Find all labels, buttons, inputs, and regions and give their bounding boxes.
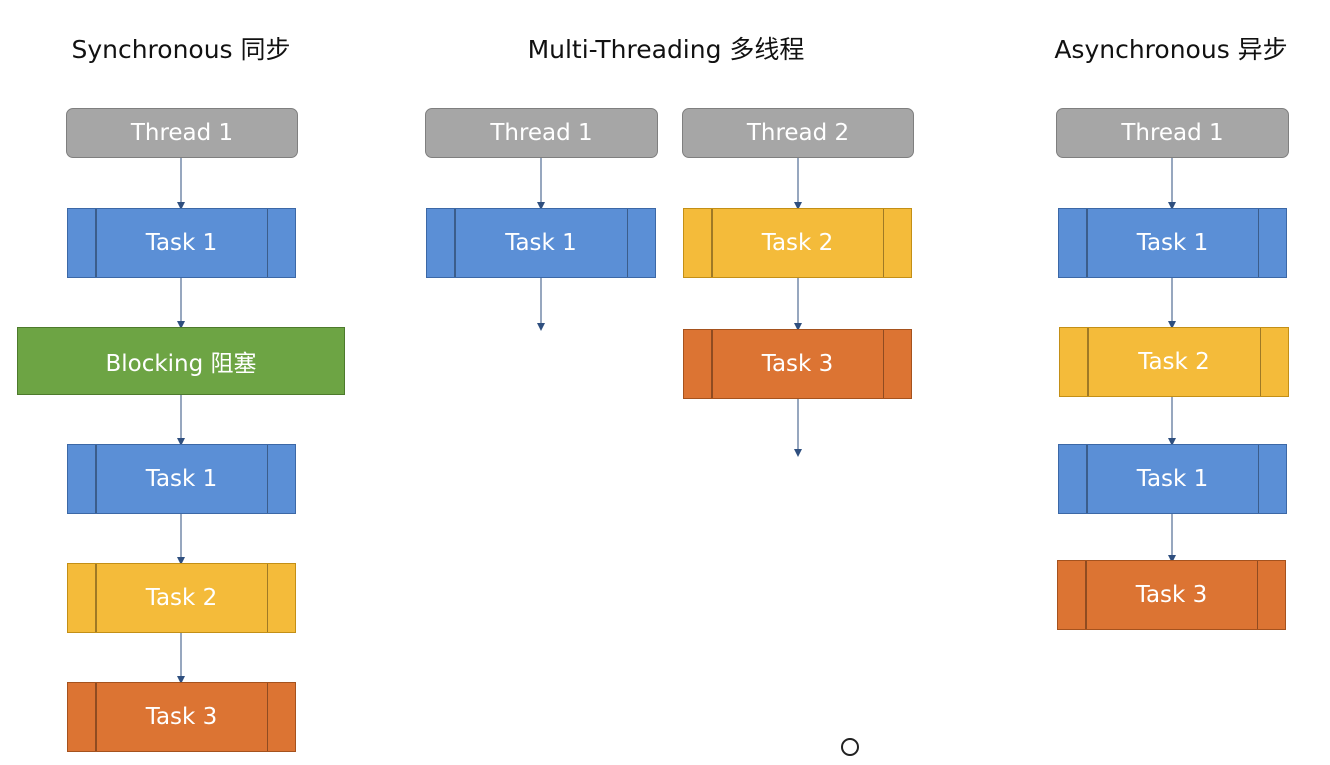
async-task-3-box: Task 3: [1057, 560, 1286, 630]
multi-title: Multi-Threading 多线程: [527, 35, 805, 64]
multi-t1-task-1-box: Task 1: [426, 208, 656, 278]
multi-t2-task-2-box: Task 2: [683, 208, 912, 278]
multi-thread-2: Thread 2: [682, 108, 914, 158]
async-thread-1: Thread 1: [1056, 108, 1289, 158]
multi-t2-task-3-box: Task 3: [683, 329, 912, 399]
async-title: Asynchronous 异步: [1054, 35, 1288, 64]
async-task-1-box: Task 1: [1058, 208, 1287, 278]
sync-task-1-again-box: Task 1: [67, 444, 296, 514]
multi-thread-1: Thread 1: [425, 108, 658, 158]
sync-task-2-box: Task 2: [67, 563, 296, 633]
sync-blocking-box: Blocking 阻塞: [17, 327, 345, 395]
sync-task-1-box: Task 1: [67, 208, 296, 278]
sync-task-3-box: Task 3: [67, 682, 296, 752]
sync-title: Synchronous 同步: [71, 35, 291, 64]
sync-thread-1: Thread 1: [66, 108, 298, 158]
circle-icon: [841, 738, 859, 756]
async-task-2-box: Task 2: [1059, 327, 1289, 397]
async-task-1-again-box: Task 1: [1058, 444, 1287, 514]
